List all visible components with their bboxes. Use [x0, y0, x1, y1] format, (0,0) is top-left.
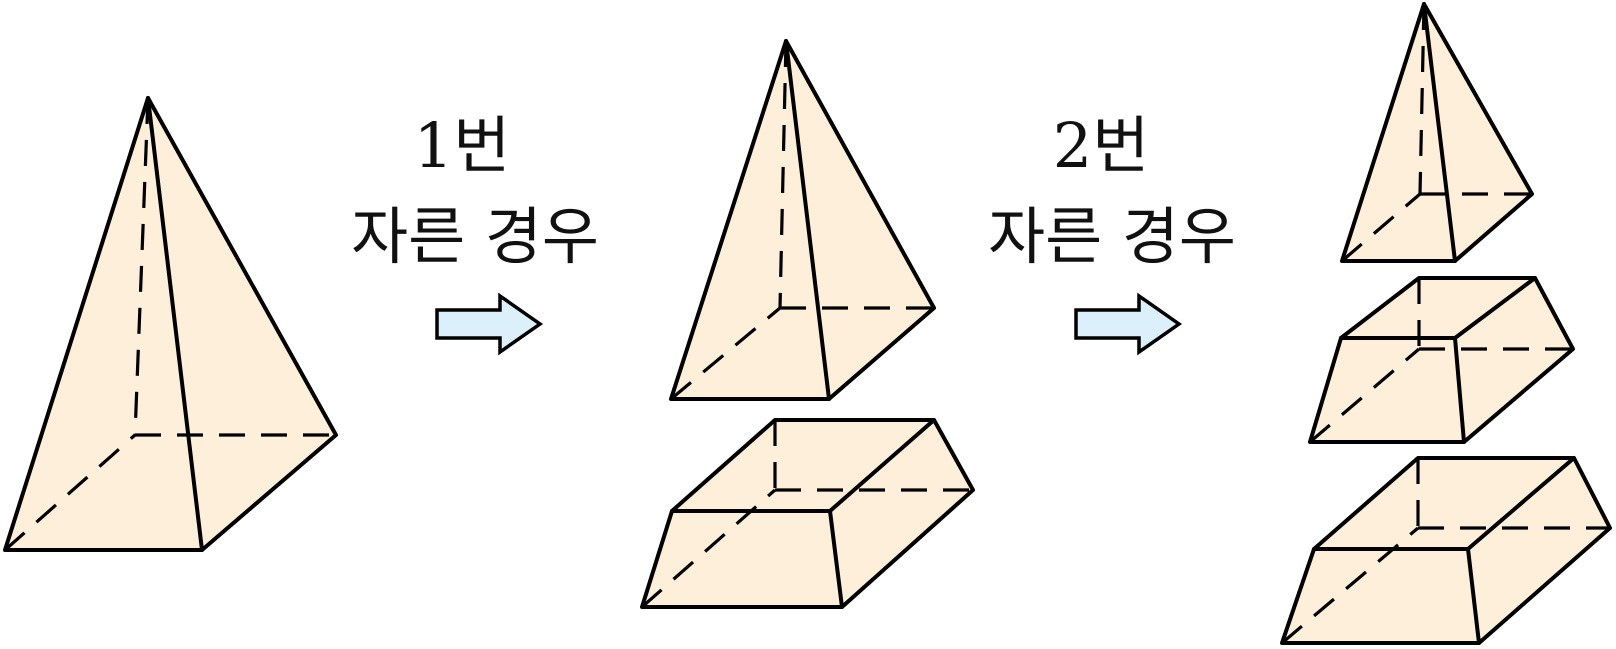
original-pyramid: [3, 96, 338, 552]
cut-once-frustum: [640, 418, 975, 609]
cut-twice-bottom-frustum: [1280, 456, 1612, 645]
cut-twice-middle-frustum: [1308, 276, 1575, 444]
right-arrow-icon: [435, 292, 544, 356]
step-2-text: 자른 경우: [988, 200, 1236, 273]
step-1-count: 1번: [414, 109, 511, 182]
step-1-text: 자른 경우: [351, 200, 599, 273]
right-arrow-icon: [1074, 292, 1183, 356]
step-2-count: 2번: [1053, 109, 1150, 182]
cut-twice-top-pyramid: [1340, 2, 1534, 263]
step-2-label: 2번 자른 경우: [988, 109, 1236, 273]
step-1-label: 1번 자른 경우: [351, 109, 599, 273]
cut-once-top-pyramid: [669, 39, 936, 401]
